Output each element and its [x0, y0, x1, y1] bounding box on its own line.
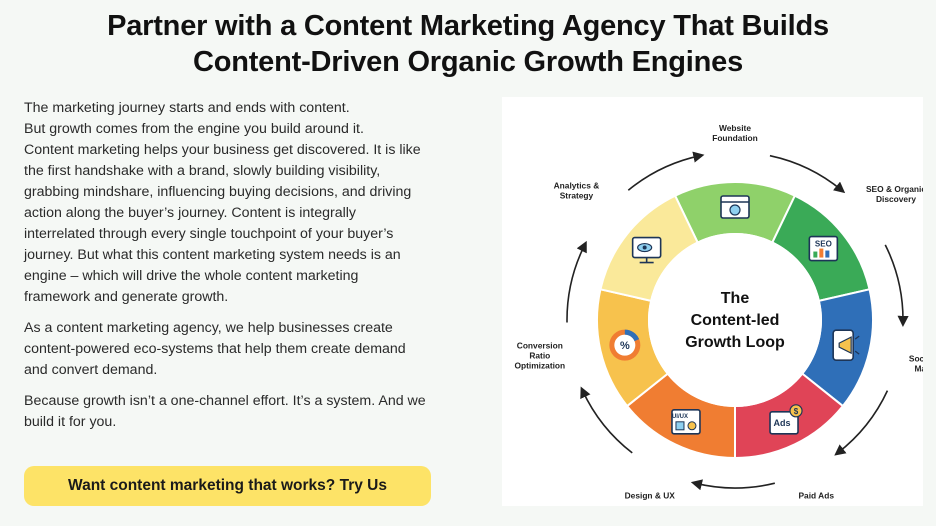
seo-badge-text: SEO — [815, 240, 832, 249]
stage-label-line: Social Media — [909, 353, 923, 363]
loop-arrow — [580, 386, 633, 454]
center-title-line-2: Content-led — [691, 312, 780, 329]
headline-line-2: Content-Driven Organic Growth Engines — [192, 46, 744, 78]
stage-label-line: Optimization — [514, 361, 565, 371]
uiux-badge-text: UI/UX — [672, 414, 688, 420]
stage-label-line: Conversion — [517, 341, 563, 351]
intro-line: journey. But what this content marketing… — [24, 247, 401, 263]
intro-line: But growth comes from the engine you bui… — [24, 121, 364, 137]
stage-label-line: Foundation — [712, 133, 758, 143]
stage-label-line: Website — [719, 123, 751, 133]
megaphone-icon — [832, 329, 860, 361]
intro-line: interrelated through every single touchp… — [24, 226, 394, 242]
stage-label-line: Design & UX — [625, 490, 676, 500]
stage-label-line: Discovery — [876, 194, 916, 204]
stage-label-line: Strategy — [560, 191, 594, 201]
intro-paragraph-3: Because growth isn’t a one-channel effor… — [24, 391, 484, 433]
stage-label-line: SEO & Organic — [866, 184, 923, 194]
stage-label: Analytics &Strategy — [554, 181, 600, 201]
loop-arrow — [884, 244, 909, 327]
loop-arrow — [834, 390, 889, 456]
growth-loop-svg: SEO Ads$ UI/UX% The Content-led Growth Loo… — [514, 123, 923, 500]
intro-line: framework and generate growth. — [24, 289, 229, 305]
loop-arrows — [566, 151, 909, 491]
intro-line: grabbing mindshare, influencing buying d… — [24, 184, 412, 200]
center-title-line-1: The — [721, 290, 750, 307]
stage-label-line: Ratio — [529, 351, 550, 361]
loop-arrow — [769, 154, 846, 194]
intro-paragraph-1: The marketing journey starts and ends wi… — [24, 98, 484, 308]
stage-label: Design & UX — [625, 490, 676, 500]
intro-line: The marketing journey starts and ends wi… — [24, 100, 350, 116]
loop-arrow — [690, 479, 776, 491]
ads-badge-text: Ads — [774, 418, 791, 428]
dollar-glyph: $ — [794, 407, 799, 416]
stage-label-line: Marketing — [914, 363, 923, 373]
browser-icon — [720, 195, 750, 219]
stage-label-line: Paid Ads — [798, 490, 834, 500]
stage-label-line: Analytics & — [554, 181, 600, 191]
intro-line: action along the buyer’s journey. Conten… — [24, 205, 357, 221]
analytics-icon — [631, 236, 662, 264]
intro-paragraph-2: As a content marketing agency, we help b… — [24, 318, 484, 381]
intro-text: The marketing journey starts and ends wi… — [24, 98, 484, 443]
page-headline: Partner with a Content Marketing Agency … — [0, 8, 936, 80]
center-title-line-3: Growth Loop — [685, 334, 785, 351]
pie-chart-icon: % — [609, 329, 641, 361]
stage-label: Paid Ads — [798, 490, 834, 500]
stage-label: Social MediaMarketing — [909, 353, 923, 373]
intro-line: the first handshake with a brand, slowly… — [24, 163, 381, 179]
headline-line-1: Partner with a Content Marketing Agency … — [107, 10, 829, 42]
center-circle — [648, 233, 822, 407]
intro-line: Because growth isn’t a one-channel effor… — [24, 393, 426, 409]
loop-icons: SEO Ads$ UI/UX% — [609, 195, 860, 435]
intro-line: As a content marketing agency, we help b… — [24, 320, 393, 336]
intro-line: Content marketing helps your business ge… — [24, 142, 421, 158]
loop-arrow — [627, 151, 705, 191]
intro-line: and convert demand. — [24, 362, 158, 378]
intro-line: engine – which will drive the whole cont… — [24, 268, 359, 284]
percent-glyph: % — [620, 340, 630, 352]
try-us-cta-button[interactable]: Want content marketing that works? Try U… — [24, 466, 431, 506]
loop-arrow — [566, 240, 587, 323]
design-icon: UI/UX — [671, 409, 701, 435]
intro-line: build it for you. — [24, 414, 117, 430]
seo-icon: SEO — [808, 235, 839, 262]
growth-loop-diagram: SEO Ads$ UI/UX% The Content-led Growth Loo… — [502, 97, 923, 506]
ads-icon: Ads$ — [769, 404, 803, 435]
intro-line: content-powered eco-systems that help th… — [24, 341, 406, 357]
